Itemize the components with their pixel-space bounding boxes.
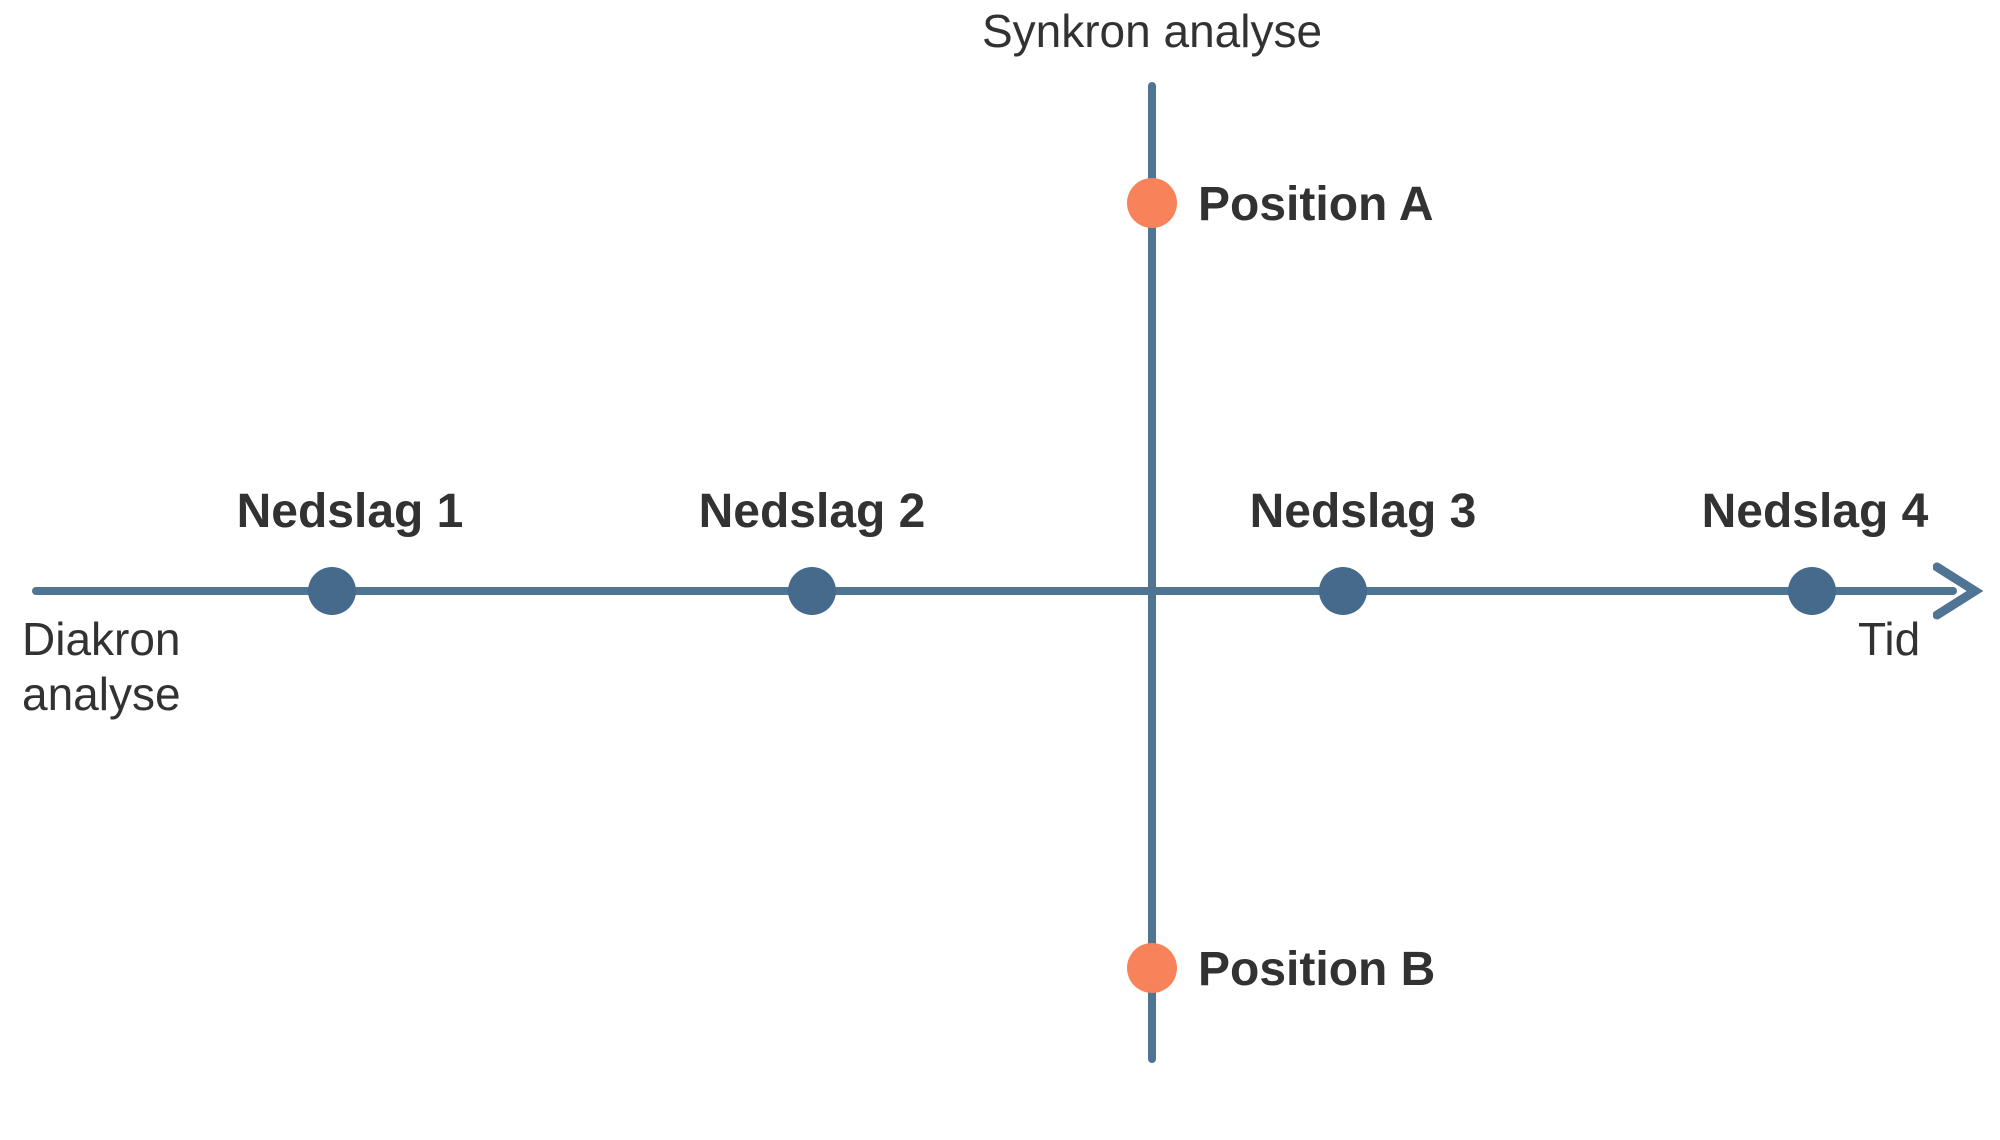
time-axis-arrowhead-icon: [1933, 562, 1983, 620]
timeline-dot-nedslag-4: [1788, 567, 1836, 615]
position-dot-b: [1127, 943, 1177, 993]
position-point-label: Position B: [1198, 943, 1436, 996]
timeline-dot-nedslag-1: [308, 567, 356, 615]
synchronic-axis-label: Synkron analyse: [981, 5, 1323, 57]
timeline-dot-nedslag-3: [1319, 567, 1367, 615]
position-point-label: Position A: [1198, 178, 1434, 231]
time-axis-line: [32, 587, 1957, 595]
time-axis-label: Tid: [1858, 613, 1921, 665]
timeline-point-label: Nedslag 2: [698, 485, 926, 538]
timeline-dot-nedslag-2: [788, 567, 836, 615]
timeline-point-label: Nedslag 3: [1249, 485, 1477, 538]
synchronic-axis-line: [1148, 82, 1156, 1063]
timeline-point-label: Nedslag 4: [1701, 485, 1929, 538]
position-dot-a: [1127, 178, 1177, 228]
diachronic-axis-label: Diakron analyse: [22, 613, 181, 721]
timeline-point-label: Nedslag 1: [236, 485, 464, 538]
